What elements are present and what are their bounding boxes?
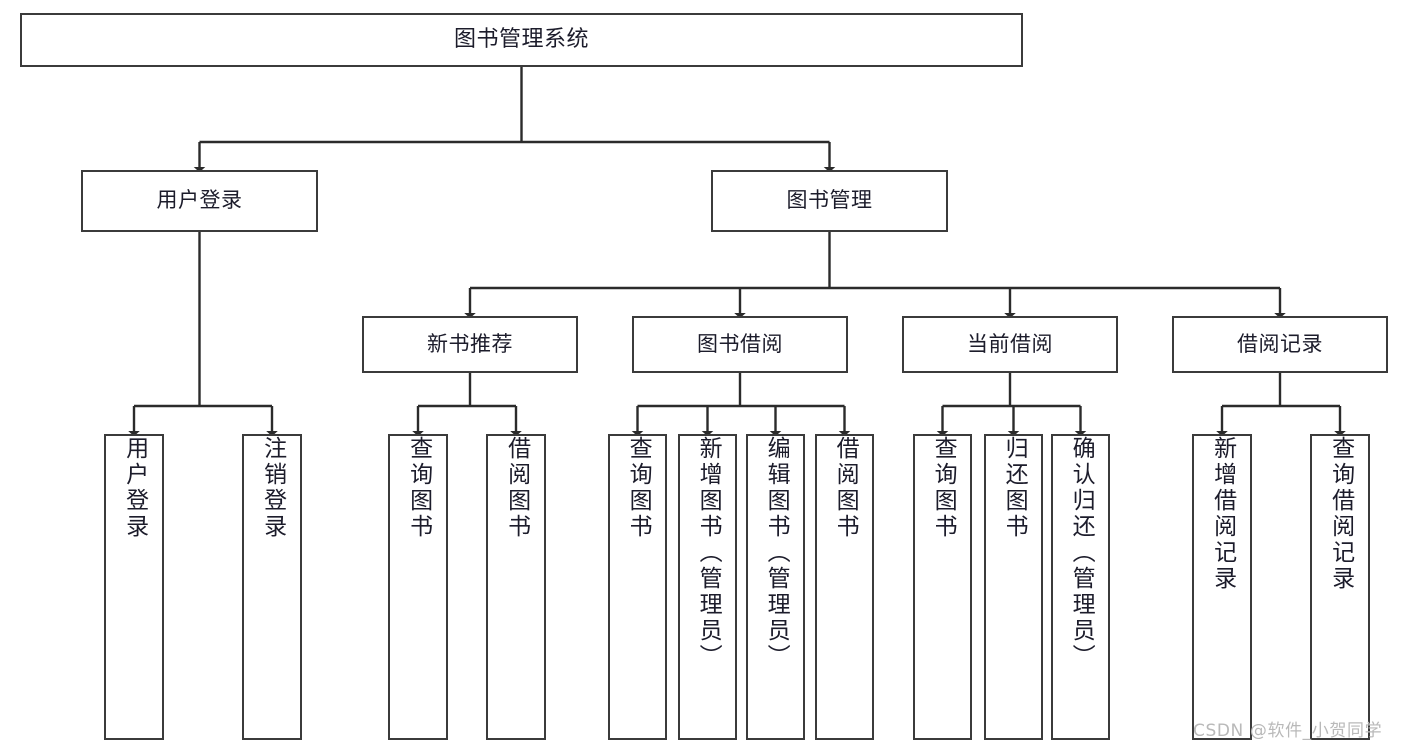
node-l3-borrow-record: 借阅记录	[1172, 316, 1388, 373]
node-label: 新增借阅记录	[1209, 436, 1236, 592]
node-leaf-add-borrow-record: 新增借阅记录	[1192, 434, 1252, 740]
node-leaf-return-book: 归还图书	[984, 434, 1043, 740]
node-leaf-add-book-admin: 新增图书（管理员）	[678, 434, 737, 740]
node-label: 归还图书	[1001, 436, 1028, 540]
node-label: 当前借阅	[967, 331, 1053, 356]
node-leaf-query-book-1: 查询图书	[388, 434, 448, 740]
node-label: 新增图书（管理员）	[695, 436, 722, 670]
node-label: 借阅图书	[503, 436, 530, 540]
node-label: 查询图书	[405, 436, 432, 540]
node-l3-book-borrow: 图书借阅	[632, 316, 848, 373]
node-leaf-edit-book-admin: 编辑图书（管理员）	[746, 434, 805, 740]
node-label: 查询图书	[930, 436, 957, 540]
node-label: 借阅图书	[832, 436, 859, 540]
node-root: 图书管理系统	[20, 13, 1023, 67]
node-leaf-query-book-3: 查询图书	[913, 434, 972, 740]
node-leaf-borrow-book-1: 借阅图书	[486, 434, 546, 740]
node-label: 查询图书	[625, 436, 652, 540]
node-label: 查询借阅记录	[1327, 436, 1354, 592]
node-l2-book-manage: 图书管理	[711, 170, 948, 232]
node-label: 借阅记录	[1237, 331, 1323, 356]
node-leaf-confirm-return-admin: 确认归还（管理员）	[1051, 434, 1110, 740]
node-l2-user-login: 用户登录	[81, 170, 318, 232]
node-leaf-logout: 注销登录	[242, 434, 302, 740]
node-leaf-user-login: 用户登录	[104, 434, 164, 740]
node-label: 新书推荐	[427, 331, 513, 356]
node-leaf-query-borrow-record: 查询借阅记录	[1310, 434, 1370, 740]
node-leaf-query-book-2: 查询图书	[608, 434, 667, 740]
csdn-watermark: CSDN @软件_小贺同学	[1193, 721, 1383, 741]
node-label: 注销登录	[259, 436, 286, 540]
node-label: 用户登录	[156, 188, 243, 213]
node-label: 图书管理系统	[453, 27, 589, 53]
node-leaf-borrow-book-2: 借阅图书	[815, 434, 874, 740]
node-label: 用户登录	[121, 436, 148, 540]
connector-group	[128, 67, 1346, 437]
node-label: 编辑图书（管理员）	[763, 436, 790, 670]
node-label: 图书管理	[786, 188, 873, 213]
node-label: 图书借阅	[697, 331, 783, 356]
node-l3-new-book-rec: 新书推荐	[362, 316, 578, 373]
node-l3-current-borrow: 当前借阅	[902, 316, 1118, 373]
node-label: 确认归还（管理员）	[1068, 436, 1095, 670]
